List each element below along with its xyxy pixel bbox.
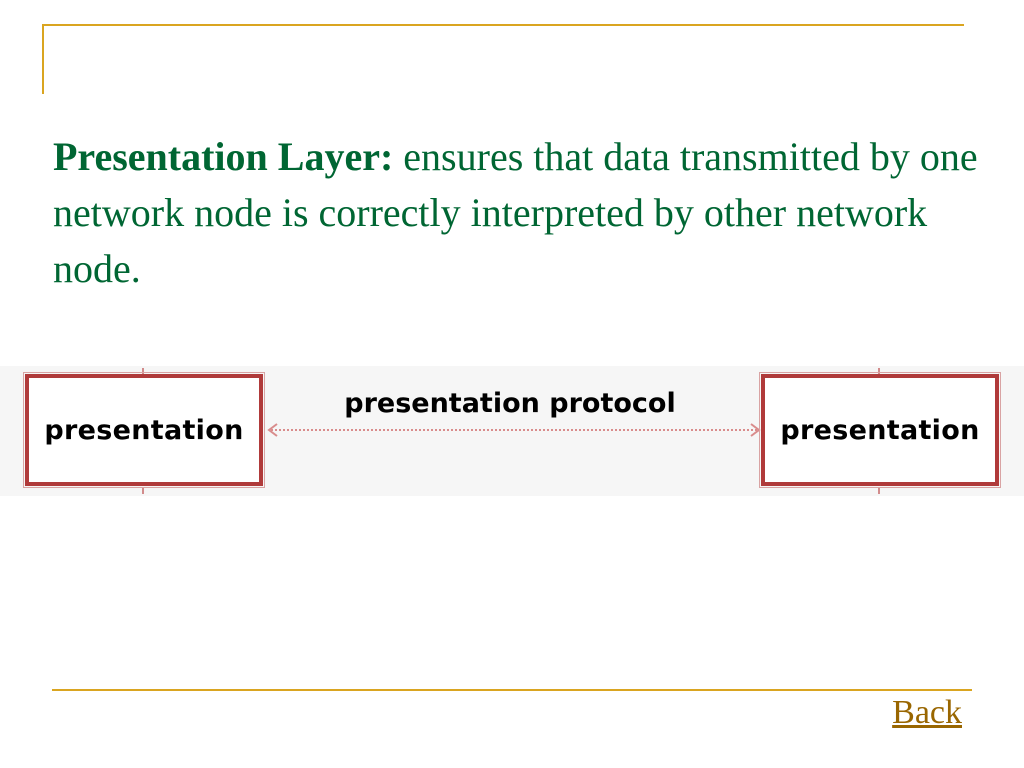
left-node-label: presentation <box>44 414 244 446</box>
protocol-label: presentation protocol <box>344 388 676 419</box>
left-presentation-node: presentation <box>23 372 265 488</box>
right-node-label: presentation <box>780 414 980 446</box>
layer-term: Presentation Layer: <box>53 134 394 179</box>
double-arrow-icon <box>267 423 761 437</box>
diagram-tick <box>142 488 144 494</box>
diagram-tick <box>878 488 880 494</box>
diagram-tick <box>142 368 144 374</box>
frame-top-rule <box>42 24 964 26</box>
back-link[interactable]: Back <box>892 694 962 731</box>
right-presentation-node: presentation <box>759 372 1001 488</box>
protocol-diagram: presentation presentation protocol prese… <box>0 366 1024 496</box>
footer-rule <box>52 689 972 691</box>
diagram-tick <box>878 368 880 374</box>
layer-definition: ensures that data transmitted by one net… <box>53 134 978 291</box>
slide-body-text: Presentation Layer: ensures that data tr… <box>53 129 1013 297</box>
frame-left-rule <box>42 24 44 94</box>
